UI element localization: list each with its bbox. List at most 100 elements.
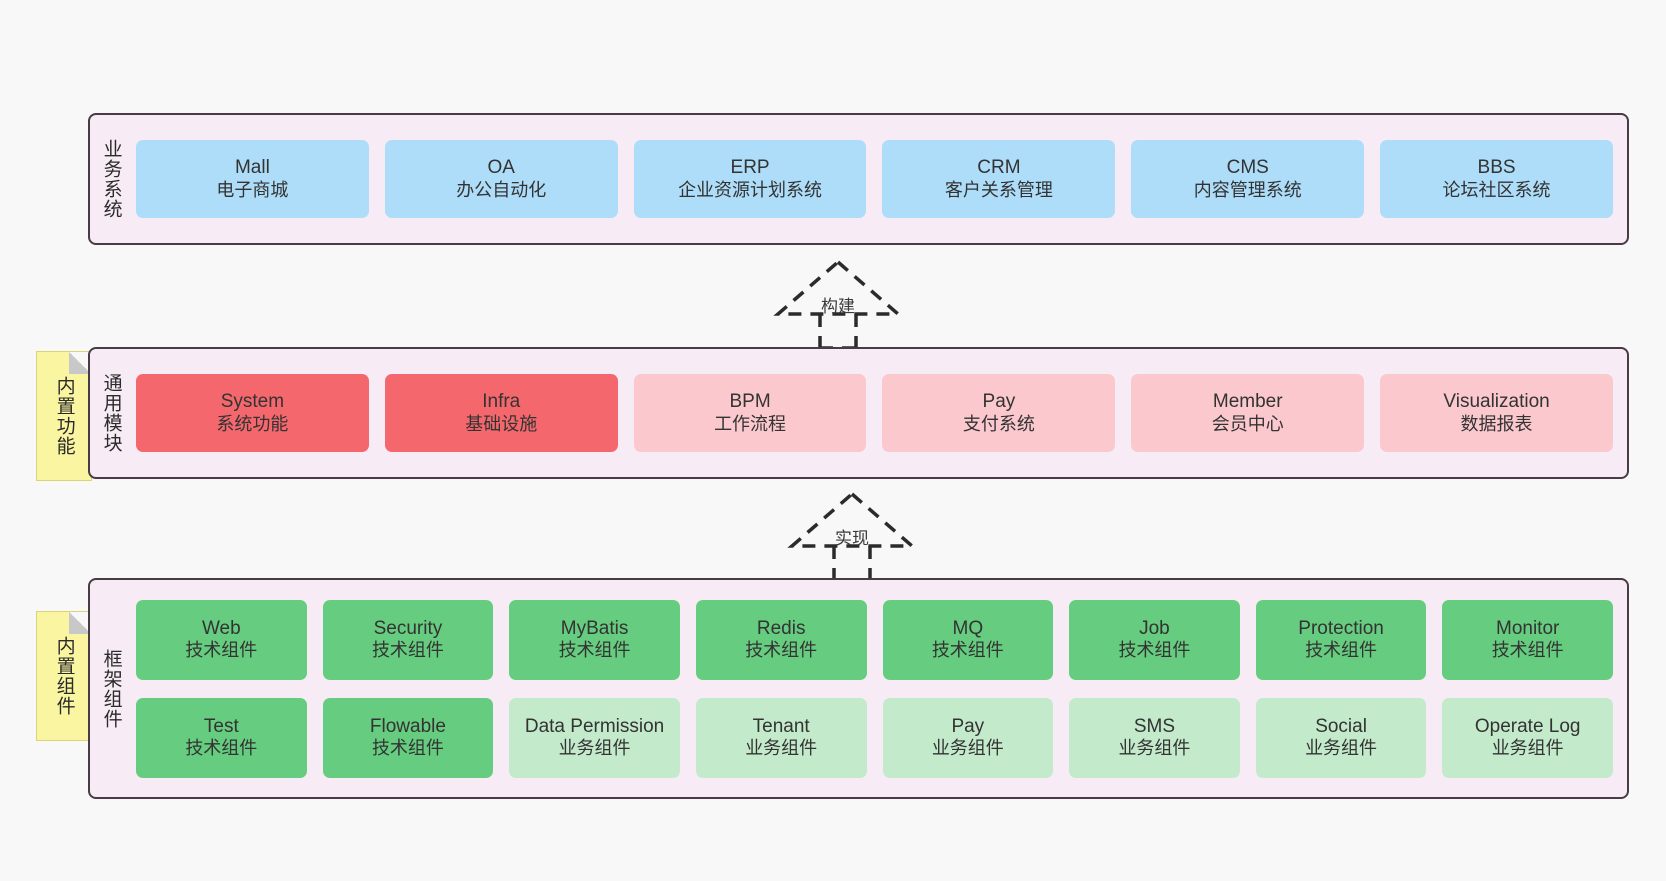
node-operate-log[interactable]: Operate Log 业务组件 — [1442, 697, 1613, 778]
node-title: OA — [487, 157, 515, 179]
node-subtitle: 业务组件 — [1491, 738, 1564, 759]
layer-common-modules: 通用模块 System 系统功能 Infra 基础设施 BPM 工作流程 Pay… — [88, 347, 1629, 479]
node-subtitle: 业务组件 — [558, 738, 631, 759]
connector-label-build: 构建 — [821, 297, 855, 316]
node-title: Security — [373, 617, 443, 639]
node-title: Operate Log — [1474, 715, 1581, 737]
note-builtin-components: 内置组件 — [36, 611, 92, 741]
node-subtitle: 支付系统 — [962, 413, 1035, 434]
node-subtitle: 电子商城 — [216, 179, 289, 200]
node-title: Monitor — [1496, 617, 1560, 639]
node-data-permission[interactable]: Data Permission 业务组件 — [509, 697, 680, 778]
node-title: BBS — [1477, 157, 1516, 179]
node-flowable[interactable]: Flowable 技术组件 — [322, 697, 494, 778]
node-subtitle: 系统功能 — [216, 413, 289, 434]
node-row-business: Test 技术组件 Flowable 技术组件 Data Permission … — [136, 697, 1613, 778]
node-title: System — [220, 391, 285, 413]
node-title: Job — [1139, 617, 1170, 639]
node-title: Member — [1212, 391, 1283, 413]
node-mall[interactable]: Mall 电子商城 — [136, 140, 369, 218]
layer-body-business: Mall 电子商城 OA 办公自动化 ERP 企业资源计划系统 CRM 客户关系… — [132, 115, 1627, 243]
layer-framework-components: 框架组件 Web 技术组件 Security 技术组件 MyBatis 技术组件… — [88, 578, 1629, 799]
layer-label-framework: 框架组件 — [100, 648, 122, 729]
node-subtitle: 业务组件 — [931, 738, 1004, 759]
node-member[interactable]: Member 会员中心 — [1131, 374, 1365, 452]
node-title: Redis — [756, 617, 806, 639]
node-pay-module[interactable]: Pay 支付系统 — [882, 374, 1116, 452]
node-sms[interactable]: SMS 业务组件 — [1069, 697, 1240, 778]
node-subtitle: 技术组件 — [185, 738, 258, 759]
layer-body-modules: System 系统功能 Infra 基础设施 BPM 工作流程 Pay 支付系统… — [132, 349, 1627, 477]
node-subtitle: 会员中心 — [1211, 413, 1284, 434]
node-redis[interactable]: Redis 技术组件 — [695, 599, 867, 680]
node-infra[interactable]: Infra 基础设施 — [384, 374, 618, 452]
node-title: CMS — [1226, 157, 1269, 179]
node-crm[interactable]: CRM 客户关系管理 — [882, 140, 1116, 218]
node-subtitle: 技术组件 — [1305, 640, 1378, 661]
node-title: Protection — [1298, 617, 1384, 639]
node-title: BPM — [729, 391, 771, 413]
node-title: Pay — [982, 391, 1016, 413]
connector-implement: 实现 — [762, 490, 942, 582]
node-oa[interactable]: OA 办公自动化 — [384, 140, 618, 218]
node-title: Tenant — [752, 715, 810, 737]
node-title: Test — [203, 715, 239, 737]
node-title: SMS — [1133, 715, 1176, 737]
node-erp[interactable]: ERP 企业资源计划系统 — [633, 140, 867, 218]
node-row: Mall 电子商城 OA 办公自动化 ERP 企业资源计划系统 CRM 客户关系… — [136, 140, 1613, 218]
node-system[interactable]: System 系统功能 — [136, 374, 369, 452]
node-subtitle: 技术组件 — [558, 640, 631, 661]
node-subtitle: 工作流程 — [714, 413, 787, 434]
node-title: Infra — [482, 391, 521, 413]
node-security[interactable]: Security 技术组件 — [322, 599, 494, 680]
layer-label-business: 业务系统 — [100, 139, 122, 219]
layer-label-modules: 通用模块 — [100, 373, 122, 453]
node-title: Mall — [234, 157, 270, 179]
node-web[interactable]: Web 技术组件 — [136, 599, 307, 680]
node-title: Data Permission — [524, 715, 665, 737]
node-job[interactable]: Job 技术组件 — [1069, 599, 1240, 680]
node-title: Flowable — [369, 715, 446, 737]
node-subtitle: 内容管理系统 — [1193, 179, 1302, 200]
node-test[interactable]: Test 技术组件 — [136, 697, 307, 778]
node-subtitle: 基础设施 — [465, 413, 538, 434]
node-pay-component[interactable]: Pay 业务组件 — [882, 697, 1054, 778]
layer-business-systems: 业务系统 Mall 电子商城 OA 办公自动化 ERP 企业资源计划系统 CRM… — [88, 113, 1629, 245]
layer-body-framework: Web 技术组件 Security 技术组件 MyBatis 技术组件 Redi… — [132, 580, 1627, 797]
node-title: ERP — [730, 157, 770, 179]
node-bbs[interactable]: BBS 论坛社区系统 — [1380, 140, 1613, 218]
node-mybatis[interactable]: MyBatis 技术组件 — [509, 599, 680, 680]
node-protection[interactable]: Protection 技术组件 — [1255, 599, 1427, 680]
node-title: MyBatis — [560, 617, 629, 639]
node-subtitle: 数据报表 — [1460, 413, 1533, 434]
node-subtitle: 业务组件 — [1118, 738, 1191, 759]
node-monitor[interactable]: Monitor 技术组件 — [1442, 599, 1613, 680]
node-mq[interactable]: MQ 技术组件 — [882, 599, 1054, 680]
node-subtitle: 技术组件 — [185, 640, 258, 661]
node-title: Web — [201, 617, 241, 639]
node-subtitle: 技术组件 — [371, 640, 444, 661]
node-subtitle: 技术组件 — [931, 640, 1004, 661]
node-cms[interactable]: CMS 内容管理系统 — [1131, 140, 1365, 218]
node-subtitle: 技术组件 — [1491, 640, 1564, 661]
node-title: CRM — [977, 157, 1021, 179]
connector-label-implement: 实现 — [835, 529, 869, 548]
node-title: Social — [1315, 715, 1367, 737]
node-tenant[interactable]: Tenant 业务组件 — [695, 697, 867, 778]
node-subtitle: 技术组件 — [745, 640, 818, 661]
node-row-tech: Web 技术组件 Security 技术组件 MyBatis 技术组件 Redi… — [136, 599, 1613, 680]
connector-build: 构建 — [748, 258, 928, 350]
node-subtitle: 技术组件 — [371, 738, 444, 759]
node-subtitle: 办公自动化 — [456, 179, 547, 200]
node-bpm[interactable]: BPM 工作流程 — [633, 374, 867, 452]
node-subtitle: 企业资源计划系统 — [678, 179, 823, 200]
node-subtitle: 业务组件 — [745, 738, 818, 759]
node-social[interactable]: Social 业务组件 — [1255, 697, 1427, 778]
note-builtin-functions: 内置功能 — [36, 351, 92, 481]
node-title: Pay — [951, 715, 985, 737]
node-subtitle: 论坛社区系统 — [1442, 179, 1551, 200]
node-title: MQ — [952, 617, 984, 639]
node-visualization[interactable]: Visualization 数据报表 — [1380, 374, 1613, 452]
node-title: Visualization — [1443, 391, 1550, 413]
node-subtitle: 技术组件 — [1118, 640, 1191, 661]
